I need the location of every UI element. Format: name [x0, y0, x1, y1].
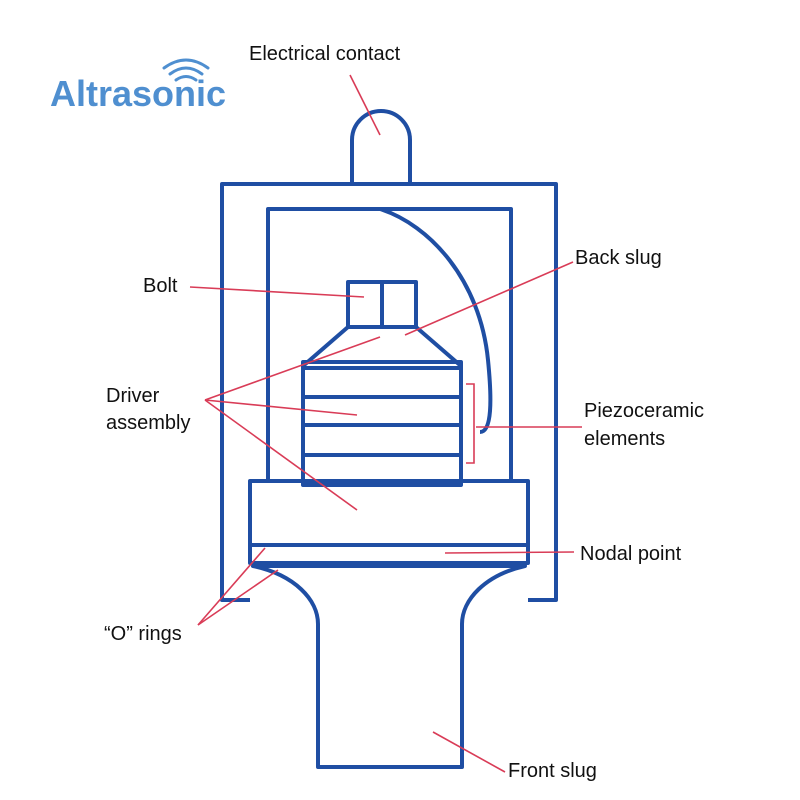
sound-waves-icon	[162, 58, 210, 82]
front-slug	[251, 564, 527, 769]
leader-nodal-point	[444, 551, 575, 554]
label-driver-assembly-line1: Driver	[106, 385, 160, 407]
label-bolt: Bolt	[143, 275, 178, 297]
lead-wire	[379, 207, 493, 434]
label-piezoceramic-line1: Piezoceramic	[584, 400, 704, 422]
label-nodal-point: Nodal point	[580, 543, 682, 565]
nodal-plate	[248, 543, 530, 565]
leader-driver-1	[204, 336, 381, 401]
logo-text: Altrasonic	[50, 73, 226, 114]
leader-bolt	[189, 286, 365, 298]
back-slug	[301, 325, 463, 368]
leader-o-ring-2	[197, 569, 279, 626]
leader-electrical-contact	[349, 74, 381, 136]
label-o-rings: “O” rings	[104, 623, 182, 645]
bolt-head	[346, 280, 418, 329]
label-piezoceramic-line2: elements	[584, 428, 665, 450]
inner-casing	[266, 207, 513, 480]
label-back-slug: Back slug	[575, 247, 662, 269]
electrical-contact-knob	[350, 109, 412, 184]
leader-driver-2	[204, 399, 358, 416]
label-driver-assembly-line2: assembly	[106, 412, 190, 434]
piezoceramic-bracket	[466, 383, 475, 464]
altrasonic-logo: Altrasonic	[50, 58, 226, 114]
outer-housing	[220, 182, 558, 602]
flange-block	[248, 479, 530, 547]
piezoceramic-stack	[301, 360, 463, 487]
label-electrical-contact: Electrical contact	[249, 43, 401, 65]
leader-front-slug	[432, 731, 506, 773]
leader-driver-3	[204, 399, 358, 511]
leader-o-ring-1	[197, 547, 266, 626]
label-front-slug: Front slug	[508, 760, 597, 782]
leader-back-slug	[404, 261, 574, 336]
